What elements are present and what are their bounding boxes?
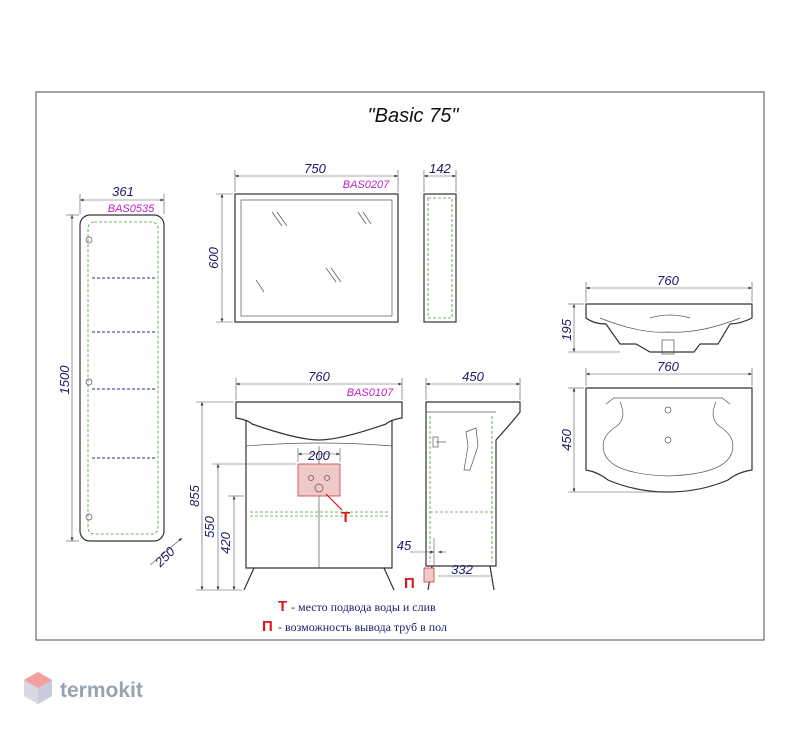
pencil-case-depth-label: 250 <box>151 543 178 570</box>
vanity-420-label: 420 <box>218 531 233 553</box>
pipe-zone-width-label: 200 <box>307 448 330 463</box>
brand-cube-icon <box>24 672 52 704</box>
legend-p-text: - возможность вывода труб в пол <box>278 620 447 634</box>
washbasin-height-label: 195 <box>559 318 574 340</box>
mirror-code-label: BAS0207 <box>343 179 390 191</box>
pencil-case-width-label: 361 <box>112 184 134 199</box>
vanity-550-label: 550 <box>202 515 217 537</box>
vanity-code-label: BAS0107 <box>347 387 394 399</box>
vanity-p-marker: П <box>404 575 415 592</box>
legend-p-mark: П <box>262 618 273 635</box>
vanity-height-label: 855 <box>187 484 202 506</box>
pencil-case-front-view: 361 BAS0535 1500 250 <box>57 184 183 571</box>
vanity-width-label: 760 <box>308 369 330 384</box>
washbasin-top-width-label: 760 <box>657 359 679 374</box>
drawing-frame <box>35 91 765 641</box>
washbasin-top-view: 760 450 <box>559 359 753 493</box>
pipe-zone <box>297 463 341 497</box>
mirror-width-label: 750 <box>304 161 326 176</box>
washbasin-front-view: 760 195 <box>559 273 753 355</box>
vanity-side-depth-label: 450 <box>462 369 484 384</box>
vanity-front-view: Т 200 760 BAS0107 855 550 420 <box>187 369 403 591</box>
mirror-depth-label: 142 <box>429 161 451 176</box>
vanity-45-label: 45 <box>397 538 412 553</box>
brand-watermark: termokit <box>24 672 143 704</box>
legend: Т - место подвода воды и слив П - возмож… <box>262 598 447 635</box>
pencil-case-height-label: 1500 <box>57 365 72 395</box>
vanity-side-view: П 450 45 332 <box>397 369 521 592</box>
pencil-case-code-label: BAS0535 <box>108 203 155 215</box>
brand-name: termokit <box>60 679 143 702</box>
legend-t-text: - место подвода воды и слив <box>291 600 436 614</box>
mirror-front-view: 750 BAS0207 600 <box>206 161 399 323</box>
vanity-332-label: 332 <box>451 562 473 577</box>
washbasin-side-width-label: 760 <box>657 273 679 288</box>
mirror-height-label: 600 <box>206 246 221 268</box>
mirror-side-view: 142 <box>423 161 457 323</box>
washbasin-depth-label: 450 <box>559 428 574 450</box>
drawing-title: "Basic 75" <box>368 105 460 127</box>
legend-t-mark: Т <box>278 598 287 615</box>
vanity-t-marker: Т <box>341 509 350 526</box>
